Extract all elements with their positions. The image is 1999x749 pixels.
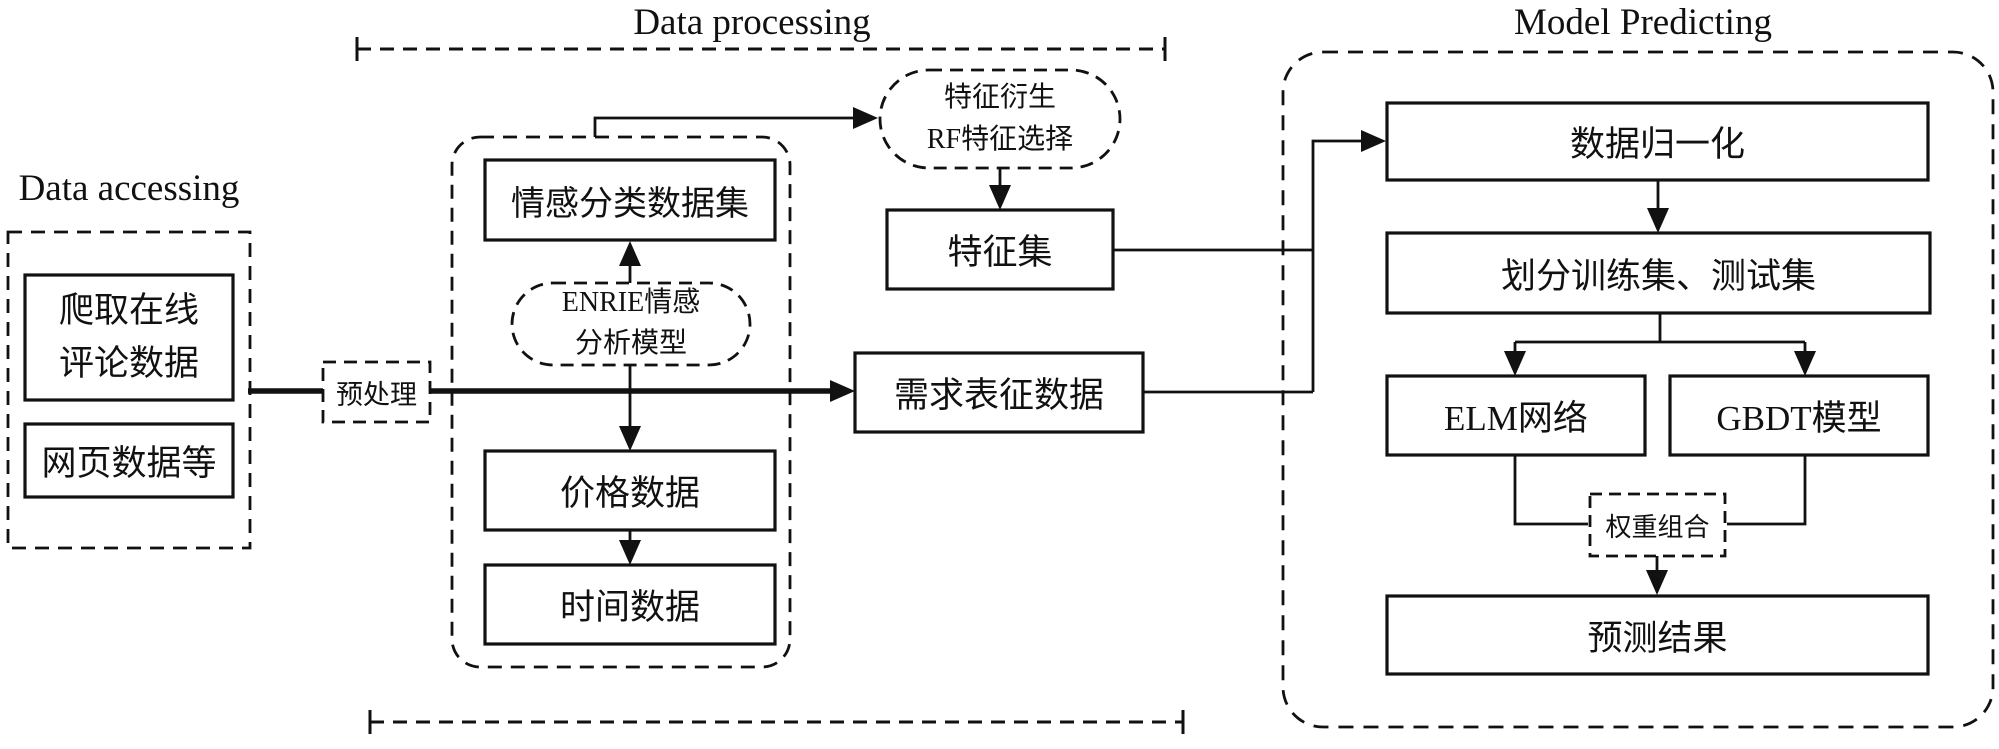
arrow-derive-to-featureset [989, 168, 1011, 210]
time-data-box [483, 563, 777, 646]
model-predicting-container [1281, 50, 1995, 729]
arrow-merge-to-normalize [1113, 130, 1386, 394]
section-title-model-predicting: Model Predicting [1514, 1, 1772, 43]
split-dataset-box [1385, 231, 1932, 315]
crawl-reviews-line1: 爬取在线 [58, 291, 199, 330]
normalize-box [1385, 101, 1930, 182]
normalize-label: 数据归一化 [1569, 125, 1745, 164]
arrow-split-fork [1504, 313, 1816, 376]
prediction-result-label: 预测结果 [1587, 618, 1728, 658]
time-data-label: 时间数据 [559, 588, 700, 627]
section-title-data-accessing: Data accessing [18, 167, 240, 209]
enrie-model-line2: 分析模型 [574, 328, 687, 359]
processing-inner-group [450, 135, 792, 669]
web-data-label: 网页数据等 [41, 444, 217, 483]
crawl-reviews-box [23, 273, 235, 402]
arrow-price-to-time [619, 530, 641, 565]
demand-data-box [853, 351, 1145, 434]
price-data-label: 价格数据 [559, 474, 700, 513]
preprocess-label: 预处理 [336, 379, 417, 410]
web-data-box [23, 422, 235, 499]
gbdt-model-box [1668, 374, 1930, 457]
enrie-model-label: ENRIE情感 分析模型 [512, 283, 750, 365]
sentiment-dataset-box [483, 158, 777, 242]
data-processing-bracket-bottom [368, 710, 1185, 734]
enrie-model-line1: ENRIE情感 [561, 287, 701, 319]
prediction-result-box [1385, 594, 1930, 676]
arrow-enrie-to-sentiment [619, 241, 641, 283]
feature-set-label: 特征集 [947, 233, 1053, 272]
feature-derive-label: 特征衍生 RF特征选择 [880, 70, 1120, 168]
feature-derive-line2: RF特征选择 [926, 124, 1074, 155]
price-data-box [483, 449, 777, 532]
arrow-enrie-to-price [619, 365, 641, 451]
sentiment-dataset-label: 情感分类数据集 [511, 185, 749, 223]
weight-combine-dashed-box [1588, 492, 1727, 558]
section-title-data-processing: Data processing [633, 1, 871, 43]
arrow-weight-to-result [1646, 556, 1668, 595]
demand-data-label: 需求表征数据 [893, 376, 1104, 415]
elm-network-box [1385, 374, 1647, 457]
connector-elm-gbdt-to-weight [1513, 455, 1807, 526]
arrow-group-to-derive [593, 107, 878, 137]
elm-network-label: ELM网络 [1444, 399, 1588, 438]
gbdt-model-label: GBDT模型 [1716, 399, 1882, 438]
weight-combine-label: 权重组合 [1605, 512, 1710, 542]
data-processing-bracket-top [355, 37, 1167, 61]
crawl-reviews-line2: 评论数据 [58, 343, 199, 383]
feature-derive-line1: 特征衍生 [943, 82, 1056, 113]
feature-set-box [885, 208, 1115, 291]
split-dataset-label: 划分训练集、测试集 [1500, 256, 1816, 296]
crawl-reviews-label: 爬取在线 评论数据 [25, 275, 233, 400]
main-flow-arrow [248, 380, 855, 402]
arrow-normalize-to-split [1647, 180, 1669, 233]
